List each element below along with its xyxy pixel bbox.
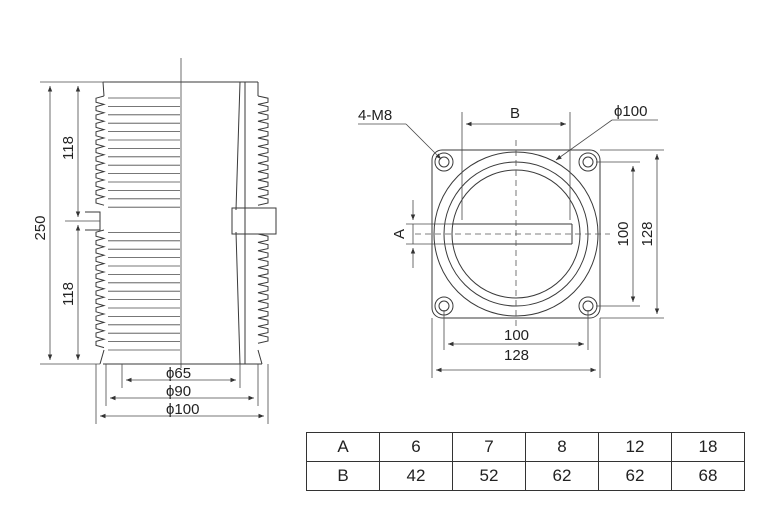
- row-label-a: A: [306, 432, 380, 462]
- table-cell: 12: [598, 432, 672, 462]
- dim-118-upper-label: 118: [60, 136, 77, 160]
- table-cell: 7: [452, 432, 526, 462]
- dim-phi90-label: ϕ90: [166, 383, 191, 400]
- dim-phi65-label: ϕ65: [166, 365, 191, 382]
- table-cell: 62: [525, 461, 599, 491]
- dim-bolt-spacing-v-label: 100: [615, 221, 632, 246]
- bolt-hole: [434, 152, 454, 172]
- dim-phi100-label: ϕ100: [166, 401, 199, 418]
- dim-a-label: A: [391, 229, 408, 239]
- right-shed-profile: [257, 82, 269, 365]
- table-cell: 18: [671, 432, 745, 462]
- table-cell: 6: [379, 432, 453, 462]
- dia-leader: [555, 119, 613, 161]
- dim-b-label: B: [510, 105, 520, 122]
- table-row: B 42 52 62 62 68: [306, 461, 745, 491]
- bolt-label: 4-M8: [358, 107, 392, 124]
- row-label-b: B: [306, 461, 380, 491]
- inner-bore-line: [235, 81, 241, 365]
- dim-flange-width-label: 128: [504, 347, 529, 364]
- left-shed-profile: [95, 81, 106, 365]
- dim-118-lower-label: 118: [60, 282, 77, 306]
- table-row: A 6 7 8 12 18: [306, 432, 745, 462]
- center-slot: [452, 223, 573, 245]
- dia-label: ϕ100: [614, 103, 647, 120]
- flange-top-view: B 4-M8 ϕ100 A 100 128 100: [358, 103, 664, 378]
- dimension-table: A 6 7 8 12 18 B 42 52 62 62 68: [306, 432, 745, 491]
- shed-hatching: [108, 97, 180, 351]
- table-cell: 62: [598, 461, 672, 491]
- table-cell: 68: [671, 461, 745, 491]
- bolt-hole: [578, 152, 598, 172]
- table-cell: 42: [379, 461, 453, 491]
- table-cell: 52: [452, 461, 526, 491]
- table-cell: 8: [525, 432, 599, 462]
- dim-250-label: 250: [32, 215, 49, 240]
- insulator-side-view: 250 118 118 ϕ65 ϕ90 ϕ100: [32, 58, 277, 424]
- right-mid-notch: [231, 207, 277, 235]
- dim-bolt-spacing-h-label: 100: [504, 327, 529, 344]
- dim-flange-height-label: 128: [639, 221, 656, 246]
- bolt-leader: [405, 123, 442, 160]
